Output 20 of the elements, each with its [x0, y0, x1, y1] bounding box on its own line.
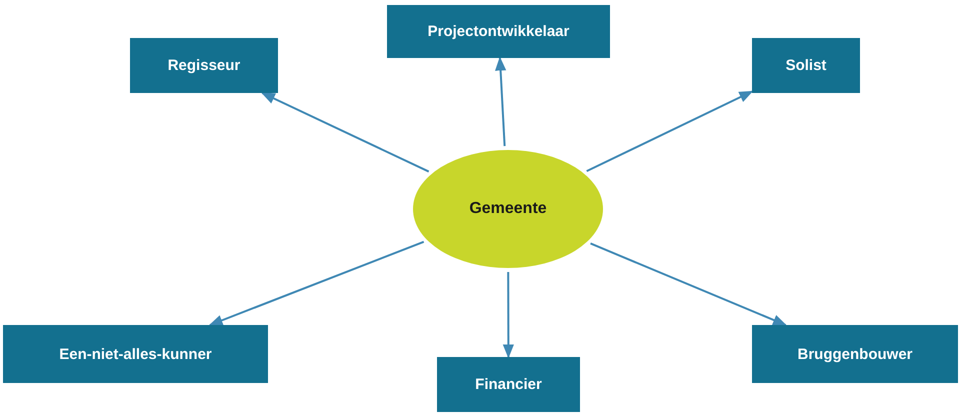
arrow: [495, 56, 506, 146]
role-box: [752, 325, 958, 383]
node-label: Financier: [475, 376, 542, 393]
arrow: [590, 242, 787, 326]
node-label: Een-niet-alles-kunner: [59, 346, 212, 362]
node-label: Solist: [786, 57, 826, 74]
arrow: [261, 92, 430, 172]
role-box: [752, 38, 860, 93]
arrow: [208, 240, 424, 326]
arrow: [502, 272, 514, 358]
role-box: [387, 5, 610, 58]
arrow: [586, 90, 754, 172]
node-label: Regisseur: [168, 57, 240, 74]
role-box: [130, 38, 278, 93]
ellipse-node: [413, 150, 603, 268]
node-label: Projectontwikkelaar: [428, 23, 570, 40]
node-label: Gemeente: [469, 200, 547, 218]
node-label: Bruggenbouwer: [798, 346, 912, 362]
role-box: [3, 325, 268, 383]
role-box: [437, 357, 580, 412]
